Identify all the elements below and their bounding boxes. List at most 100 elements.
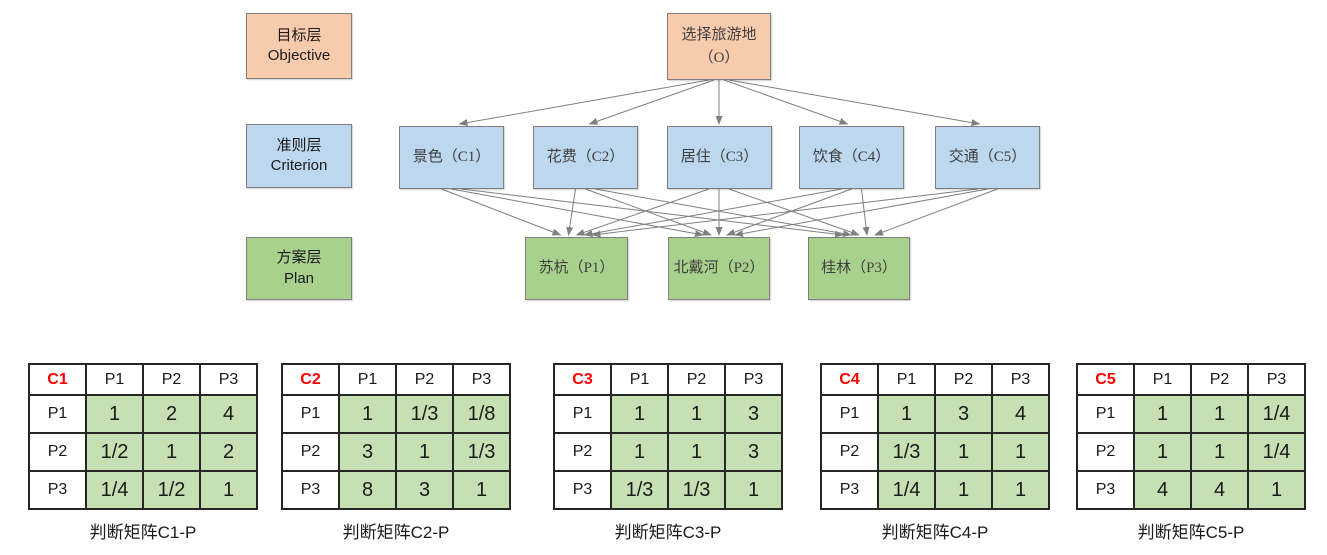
judgment-matrix-c2: C2 P1 P2 P3 P1 1 1/3 1/8 P2 3 1 1/3 bbox=[281, 363, 511, 543]
criterion-node-c1: 景色（C1） bbox=[399, 126, 504, 189]
criterion-node-c3: 居住（C3） bbox=[667, 126, 772, 189]
table-row: P2 1 1 3 bbox=[553, 432, 783, 472]
matrix-cell: 2 bbox=[142, 394, 201, 434]
table-row: P2 1 1 1/4 bbox=[1076, 432, 1306, 472]
matrix-cell: 1 bbox=[1247, 470, 1306, 510]
matrix-caption: 判断矩阵C5-P bbox=[1137, 523, 1245, 542]
matrix-c3-row-label: P3 bbox=[553, 470, 612, 510]
layer-label-criterion: 准则层 Criterion bbox=[246, 124, 352, 188]
layer-label-objective: 目标层 Objective bbox=[246, 13, 352, 79]
judgment-matrix-c5: C5 P1 P2 P3 P1 1 1 1/4 P2 1 1 1/4 bbox=[1076, 363, 1306, 543]
matrix-cell: 1/3 bbox=[610, 470, 669, 510]
matrix-c5-header: C5 bbox=[1076, 363, 1135, 396]
matrix-cell: 4 bbox=[1133, 470, 1192, 510]
criterion-node-c4: 饮食（C4） bbox=[799, 126, 904, 189]
matrix-cell: 1 bbox=[452, 470, 511, 510]
judgment-matrix-c4: C4 P1 P2 P3 P1 1 3 4 P2 1/3 1 1 bbox=[820, 363, 1050, 543]
matrix-c1-col-p3: P3 bbox=[199, 363, 258, 396]
table-row: P3 1/4 1 1 bbox=[820, 470, 1050, 510]
objective-node: 选择旅游地 （O） bbox=[667, 13, 771, 80]
matrix-cell: 4 bbox=[991, 394, 1050, 434]
table-row: P3 8 3 1 bbox=[281, 470, 511, 510]
matrix-c4-row-label: P1 bbox=[820, 394, 879, 434]
table-row: P1 1 1 3 bbox=[553, 394, 783, 434]
matrix-cell: 1/4 bbox=[1247, 394, 1306, 434]
matrix-c1-col-p2: P2 bbox=[142, 363, 201, 396]
matrix-c3-col-p2: P2 bbox=[667, 363, 726, 396]
matrix-c2-col-p3: P3 bbox=[452, 363, 511, 396]
judgment-matrix-c5-table: C5 P1 P2 P3 P1 1 1 1/4 P2 1 1 1/4 bbox=[1076, 363, 1306, 510]
matrix-cell: 1/4 bbox=[1247, 432, 1306, 472]
matrix-cell: 1 bbox=[934, 432, 993, 472]
matrix-cell: 1/4 bbox=[877, 470, 936, 510]
matrix-c5-row-label: P1 bbox=[1076, 394, 1135, 434]
criterion-node-c2: 花费（C2） bbox=[533, 126, 638, 189]
matrix-caption: 判断矩阵C3-P bbox=[614, 523, 722, 542]
matrix-cell: 1 bbox=[142, 432, 201, 472]
table-row: P2 3 1 1/3 bbox=[281, 432, 511, 472]
criterion-node-c5: 交通（C5） bbox=[935, 126, 1040, 189]
matrix-cell: 1 bbox=[1133, 394, 1192, 434]
matrix-c3-row-label: P2 bbox=[553, 432, 612, 472]
matrix-c3-row-label: P1 bbox=[553, 394, 612, 434]
matrix-c2-row-label: P2 bbox=[281, 432, 340, 472]
matrix-cell: 3 bbox=[934, 394, 993, 434]
judgment-matrix-c4-table: C4 P1 P2 P3 P1 1 3 4 P2 1/3 1 1 bbox=[820, 363, 1050, 510]
matrix-cell: 4 bbox=[199, 394, 258, 434]
matrix-c2-header: C2 bbox=[281, 363, 340, 396]
matrix-cell: 1 bbox=[1190, 432, 1249, 472]
matrix-caption: 判断矩阵C4-P bbox=[881, 523, 989, 542]
matrix-cell: 1 bbox=[85, 394, 144, 434]
matrix-cell: 1/3 bbox=[667, 470, 726, 510]
matrix-c2-row-label: P1 bbox=[281, 394, 340, 434]
matrix-cell: 4 bbox=[1190, 470, 1249, 510]
matrix-cell: 3 bbox=[338, 432, 397, 472]
table-row: P3 1/3 1/3 1 bbox=[553, 470, 783, 510]
matrix-cell: 1 bbox=[395, 432, 454, 472]
matrix-c1-header: C1 bbox=[28, 363, 87, 396]
layer-label-objective-cn: 目标层 bbox=[276, 26, 322, 44]
matrix-cell: 1 bbox=[934, 470, 993, 510]
matrix-cell: 1 bbox=[1133, 432, 1192, 472]
layer-label-objective-en: Objective bbox=[267, 47, 331, 64]
matrix-cell: 1/2 bbox=[142, 470, 201, 510]
matrix-c4-col-p2: P2 bbox=[934, 363, 993, 396]
matrix-c1-row-label: P1 bbox=[28, 394, 87, 434]
matrix-cell: 3 bbox=[724, 432, 783, 472]
matrix-cell: 1/2 bbox=[85, 432, 144, 472]
layer-label-plan-en: Plan bbox=[283, 269, 315, 287]
matrix-cell: 1 bbox=[991, 470, 1050, 510]
plan-node-p3: 桂林（P3） bbox=[808, 237, 910, 300]
plan-node-p1: 苏杭（P1） bbox=[525, 237, 628, 300]
matrix-cell: 1/3 bbox=[395, 394, 454, 434]
objective-node-symbol: （O） bbox=[698, 49, 740, 66]
matrix-c3-col-p3: P3 bbox=[724, 363, 783, 396]
matrix-c1-row-label: P2 bbox=[28, 432, 87, 472]
matrix-cell: 1 bbox=[724, 470, 783, 510]
judgment-matrix-c3: C3 P1 P2 P3 P1 1 1 3 P2 1 1 3 bbox=[553, 363, 783, 543]
matrix-c5-row-label: P2 bbox=[1076, 432, 1135, 472]
matrix-cell: 3 bbox=[724, 394, 783, 434]
table-row: P1 1 1/3 1/8 bbox=[281, 394, 511, 434]
matrix-c4-row-label: P3 bbox=[820, 470, 879, 510]
table-row: P1 1 2 4 bbox=[28, 394, 258, 434]
matrix-c5-col-p3: P3 bbox=[1247, 363, 1306, 396]
matrix-cell: 1 bbox=[667, 432, 726, 472]
judgment-matrix-c1-table: C1 P1 P2 P3 P1 1 2 4 P2 1/2 1 2 bbox=[28, 363, 258, 510]
matrix-c3-header: C3 bbox=[553, 363, 612, 396]
matrix-cell: 1 bbox=[991, 432, 1050, 472]
matrix-c5-col-p2: P2 bbox=[1190, 363, 1249, 396]
layer-label-plan: 方案层 Plan bbox=[246, 237, 352, 300]
matrix-cell: 8 bbox=[338, 470, 397, 510]
matrix-c5-col-p1: P1 bbox=[1133, 363, 1192, 396]
matrix-cell: 1 bbox=[610, 394, 669, 434]
matrix-cell: 1 bbox=[877, 394, 936, 434]
matrix-cell: 1 bbox=[338, 394, 397, 434]
matrix-c1-row-label: P3 bbox=[28, 470, 87, 510]
judgment-matrix-c2-table: C2 P1 P2 P3 P1 1 1/3 1/8 P2 3 1 1/3 bbox=[281, 363, 511, 510]
table-row: P2 1/2 1 2 bbox=[28, 432, 258, 472]
layer-label-plan-cn: 方案层 bbox=[276, 249, 322, 267]
matrix-c4-row-label: P2 bbox=[820, 432, 879, 472]
matrix-c5-row-label: P3 bbox=[1076, 470, 1135, 510]
